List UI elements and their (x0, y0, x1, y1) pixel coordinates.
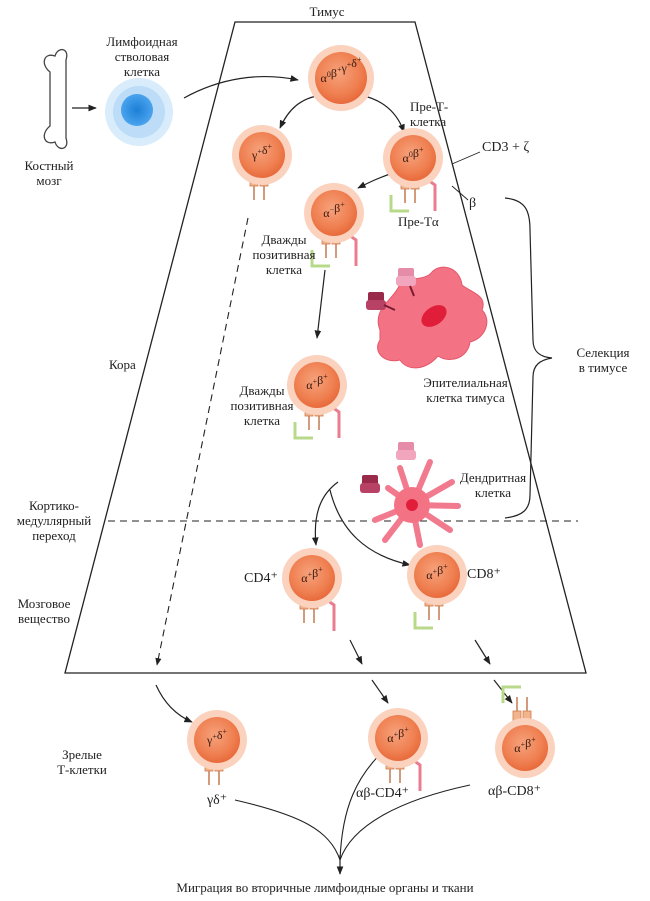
double-positive-label-2: Дважды позитивная клетка (230, 383, 294, 428)
dendritic-cell-label: Дендритная клетка (459, 470, 527, 500)
cell-symbol-cd4_med: α+β+ (301, 565, 323, 585)
cell-symbol-cd8_mature: α+β+ (514, 735, 536, 755)
t-cell-cd8_mature: α+β+ (495, 685, 555, 778)
t-cell-gd_thymus: γ+δ+ (232, 125, 292, 200)
cells-layer: α0β+γ+δ+ γ+δ+ α0β+ α−β+ α+β+ α+β+ α+β+ γ+δ+ α+β+… (187, 45, 555, 791)
stem-cell-label: Лимфоидная стволовая клетка (106, 34, 178, 79)
t-cell-a0b0g0d0: α0β+γ+δ+ (308, 45, 374, 111)
selection-brace (504, 197, 553, 519)
cd8-label: CD8⁺ (467, 567, 501, 582)
cell-symbol-a0b0g0d0: α0β+γ+δ+ (321, 55, 362, 85)
ab-cd8-label: αβ-CD8⁺ (488, 784, 541, 799)
t-cell-cd4_med: α+β+ (282, 548, 342, 631)
epithelial-cell-label: Эпителиальная клетка тимуса (423, 375, 508, 405)
ab-cd4-label: αβ-CD4⁺ (356, 786, 409, 801)
receptor-cd8_mature (501, 685, 532, 724)
bone-icon (43, 49, 68, 149)
t-cell-dp2: α+β+ (287, 355, 347, 440)
medulla-label: Мозговое вещество (17, 596, 71, 626)
thymus-title: Тимус (309, 4, 345, 19)
pre-t-cell-label: Пре-Т- клетка (410, 99, 449, 129)
selection-label: Селекция в тимусе (576, 345, 630, 375)
t-cell-pre_t: α0β+ (383, 128, 443, 213)
epithelial-cell-icon (366, 266, 488, 369)
cell-symbol-gd_thymus: γ+δ+ (251, 142, 272, 162)
thymus-outline (64, 21, 587, 674)
beta-label: β (469, 196, 477, 211)
cd3-zeta-label: CD3 + ζ (482, 140, 530, 155)
double-positive-label-1: Дважды позитивная клетка (252, 232, 316, 277)
stem-cell-icon (105, 78, 173, 146)
t-cell-dp1: α−β+ (304, 183, 364, 268)
cd4-label: CD4⁺ (244, 571, 278, 586)
t-cell-cd8_med: α+β+ (407, 545, 467, 630)
cell-symbol-gd_mature: γ+δ+ (206, 727, 227, 747)
cell-symbol-dp2: α+β+ (306, 372, 328, 392)
cell-symbol-cd4_mature: α+β+ (387, 725, 409, 745)
corticomedullary-label: Кортико- медуллярный переход (16, 498, 92, 543)
migration-label: Миграция во вторичные лимфоидные органы … (176, 880, 474, 895)
cell-symbol-dp1: α−β+ (323, 200, 345, 220)
mature-t-cells-label: Зрелые Т-клетки (57, 747, 107, 777)
t-cell-cd4_mature: α+β+ (368, 708, 428, 791)
cell-symbol-pre_t: α0β+ (403, 145, 424, 165)
t-cell-gd_mature: γ+δ+ (187, 710, 247, 785)
cell-symbol-cd8_med: α+β+ (426, 562, 448, 582)
pre-t-alpha-label: Пре-Тα (398, 214, 439, 229)
cortex-label: Кора (109, 357, 136, 372)
bone-marrow-label: Костный мозг (24, 158, 74, 188)
gd-mature-label: γδ⁺ (207, 793, 228, 808)
